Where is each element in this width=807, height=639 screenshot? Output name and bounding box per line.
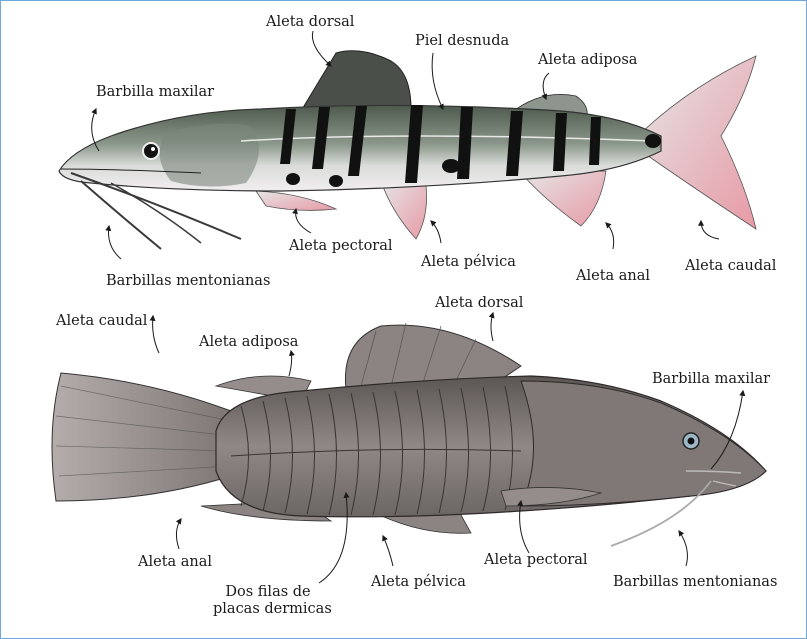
top-catfish: [59, 51, 756, 249]
label-top-aleta-anal: Aleta anal: [576, 268, 650, 285]
label-bottom-aleta-dorsal: Aleta dorsal: [435, 295, 523, 312]
label-bottom-aleta-adiposa: Aleta adiposa: [199, 334, 298, 351]
label-dos-filas-line2: placas dermicas: [213, 601, 323, 618]
bottom-armored-catfish: [52, 323, 766, 546]
label-dos-filas-line1: Dos filas de: [213, 584, 323, 601]
label-bottom-aleta-anal: Aleta anal: [138, 554, 212, 571]
label-top-aleta-pelvica: Aleta pélvica: [421, 254, 516, 271]
label-top-barbilla-maxilar: Barbilla maxilar: [96, 84, 214, 101]
label-bottom-aleta-pectoral: Aleta pectoral: [484, 552, 588, 569]
label-bottom-aleta-caudal: Aleta caudal: [56, 313, 147, 330]
label-top-aleta-caudal: Aleta caudal: [685, 258, 776, 275]
label-top-aleta-adiposa: Aleta adiposa: [538, 52, 637, 69]
label-bottom-barbilla-maxilar: Barbilla maxilar: [652, 371, 770, 388]
label-bottom-barbillas-mentonianas: Barbillas mentonianas: [613, 574, 777, 591]
label-top-piel-desnuda: Piel desnuda: [415, 33, 509, 50]
label-bottom-dos-filas-placas: Dos filas de placas dermicas: [213, 584, 323, 617]
label-top-aleta-pectoral: Aleta pectoral: [289, 238, 393, 255]
label-bottom-aleta-pelvica: Aleta pélvica: [371, 574, 466, 591]
label-top-barbillas-mentonianas: Barbillas mentonianas: [106, 273, 270, 290]
label-top-aleta-dorsal: Aleta dorsal: [266, 14, 354, 31]
